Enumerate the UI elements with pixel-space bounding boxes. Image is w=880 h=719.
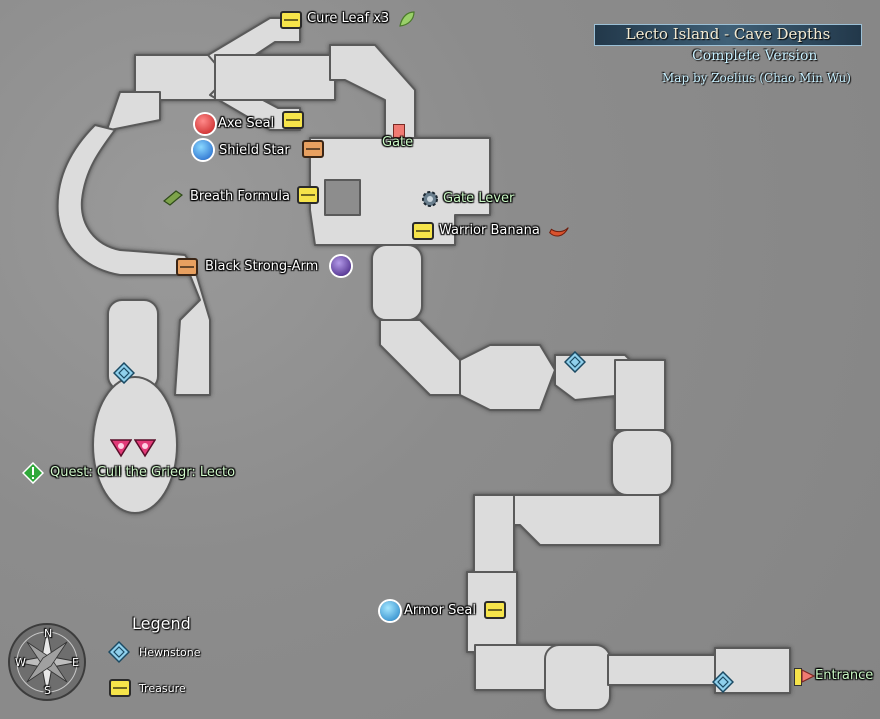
treasure-chest-icon (109, 679, 131, 697)
label-quest: Quest: Cull the Griegr: Lecto (50, 465, 236, 480)
label-black-strong-arm: Black Strong-Arm (205, 259, 319, 274)
map-title: Lecto Island - Cave Depths (625, 25, 831, 43)
book-icon (162, 186, 184, 208)
hewnstone-icon[interactable] (113, 362, 135, 384)
title-bar (594, 24, 862, 46)
enemy-icon (134, 437, 156, 459)
entrance-arrow-icon[interactable] (797, 665, 819, 687)
hewnstone-icon[interactable] (564, 351, 586, 373)
shield-star-icon[interactable] (193, 140, 213, 160)
room-central-upper (371, 244, 423, 321)
label-warrior-banana: Warrior Banana (439, 223, 540, 238)
label-gate: Gate (382, 135, 414, 150)
corridor-west-upper (99, 91, 161, 151)
label-axe-seal: Axe Seal (218, 116, 275, 131)
room-upper-middle (214, 54, 336, 101)
banana-icon (548, 220, 570, 242)
compass-e-label: E (72, 656, 79, 669)
compass-w-label: W (15, 656, 26, 669)
label-entrance: Entrance (815, 668, 874, 683)
compass-rose (8, 623, 86, 701)
treasure-chest-icon[interactable] (302, 140, 324, 158)
room-east-round (611, 429, 673, 496)
label-shield-star: Shield Star (219, 143, 290, 158)
room-south-round (544, 644, 611, 711)
legend-title: Legend (132, 614, 191, 633)
map-subtitle: Complete Version (692, 48, 818, 64)
label-cure-leaf: Cure Leaf x3 (307, 11, 390, 26)
treasure-chest-icon[interactable] (176, 258, 198, 276)
hewnstone-icon (108, 640, 130, 664)
compass-s-label: S (44, 684, 51, 697)
corridor-east-vertical (614, 359, 666, 431)
legend-item-label: Hewnstone (139, 646, 201, 659)
corridor-south-vertical (473, 494, 515, 576)
room-central-hex (459, 344, 556, 411)
corridor-central-diag (379, 319, 461, 396)
leaf-icon (396, 8, 418, 30)
label-armor-seal: Armor Seal (404, 603, 476, 618)
pillar-hub (324, 179, 361, 216)
label-gate-lever: Gate Lever (443, 191, 515, 206)
gate-marker-icon (393, 124, 405, 138)
strong-arm-icon (331, 256, 351, 276)
treasure-chest-icon[interactable] (282, 111, 304, 129)
room-quest-chamber (92, 376, 178, 514)
treasure-chest-icon[interactable] (484, 601, 506, 619)
enemy-icon (110, 437, 132, 459)
corridor-entrance (607, 654, 719, 686)
label-breath-formula: Breath Formula (190, 189, 290, 204)
axe-seal-icon[interactable] (195, 114, 215, 134)
treasure-chest-icon[interactable] (280, 11, 302, 29)
title-banner: Lecto Island - Cave Depths (580, 22, 876, 46)
gear-icon[interactable] (419, 188, 441, 210)
compass-n-label: N (44, 627, 53, 640)
treasure-chest-icon[interactable] (412, 222, 434, 240)
map-credit: Map by Zoelius (Chao Min Wu) (662, 71, 851, 85)
armor-seal-icon[interactable] (380, 601, 400, 621)
treasure-chest-icon[interactable] (297, 186, 319, 204)
quest-icon[interactable] (22, 462, 44, 484)
path-west-winding (56, 124, 211, 396)
cave-rooms (56, 17, 791, 711)
hewnstone-icon[interactable] (712, 671, 734, 693)
corridor-south-bottom (474, 644, 556, 691)
legend-item-label: Treasure (139, 682, 186, 695)
room-hub (309, 137, 491, 246)
